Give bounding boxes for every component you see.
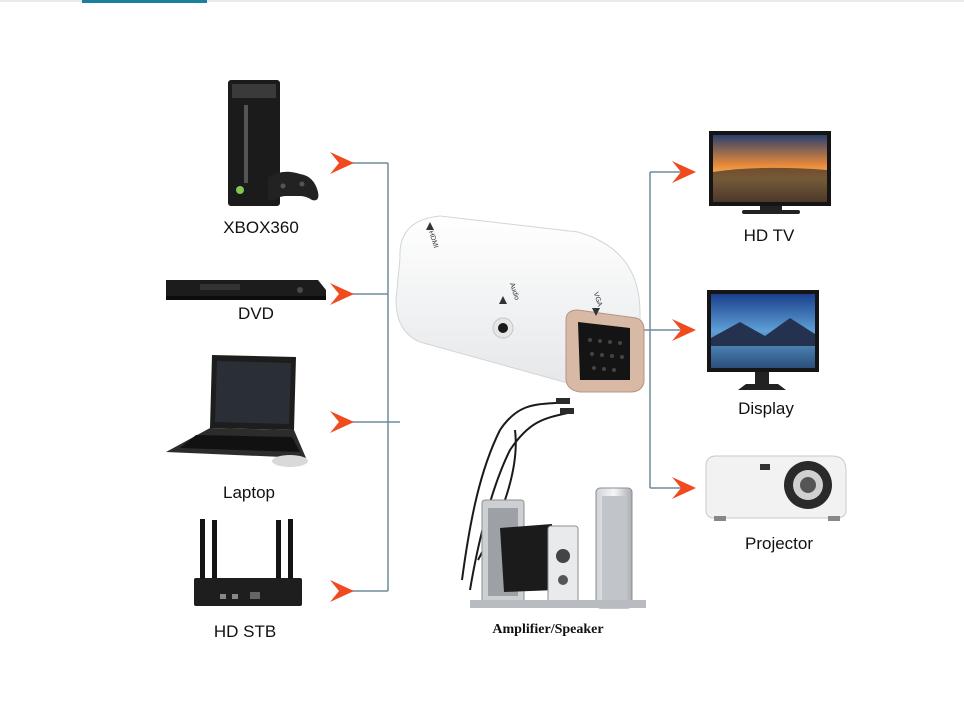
hd-tv-icon — [709, 131, 831, 214]
arrow-icon — [330, 152, 354, 174]
arrow-icon — [330, 411, 354, 433]
arrow-icon — [330, 283, 354, 305]
label-hd-tv: HD TV — [743, 226, 795, 245]
label-display: Display — [738, 399, 794, 418]
label-laptop: Laptop — [223, 483, 275, 502]
set-top-box-icon — [194, 519, 302, 606]
label-xbox360: XBOX360 — [223, 218, 299, 237]
dvd-player-icon — [166, 280, 326, 300]
label-amplifier-speaker: Amplifier/Speaker — [492, 622, 604, 637]
hdmi-vga-adapter — [395, 215, 645, 393]
arrow-icon — [672, 477, 696, 499]
xbox360-console-icon — [228, 80, 319, 206]
label-dvd: DVD — [238, 304, 274, 323]
input-arrows — [330, 152, 354, 602]
display-monitor-icon — [707, 290, 819, 390]
projector-icon — [705, 455, 847, 521]
speaker-system-icon — [470, 487, 646, 609]
label-projector: Projector — [744, 534, 814, 553]
arrow-icon — [330, 580, 354, 602]
label-hd-stb: HD STB — [213, 622, 277, 641]
input-connectors — [352, 162, 400, 592]
arrow-icon — [672, 161, 696, 183]
arrow-icon — [672, 319, 696, 341]
laptop-icon — [166, 355, 308, 467]
top-accent-bar — [82, 0, 207, 3]
output-arrows — [672, 161, 696, 499]
top-divider — [0, 0, 964, 2]
